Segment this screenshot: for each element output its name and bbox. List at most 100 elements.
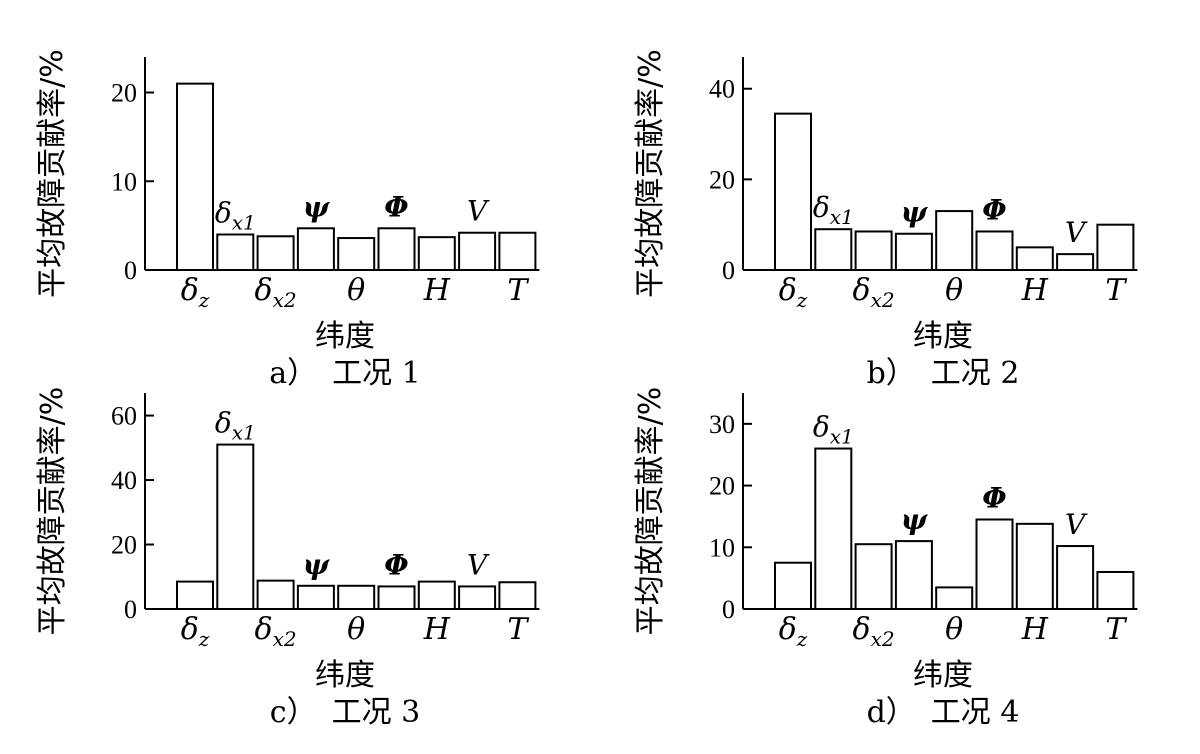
bar-top-label: Φ [384, 548, 408, 581]
category-label: δx2 [255, 273, 297, 312]
bar-8 [458, 231, 497, 272]
bar-top-label: V [467, 548, 490, 581]
bar-6 [377, 227, 416, 272]
category-label: δx2 [853, 612, 895, 651]
y-tick-label: 0 [722, 595, 735, 624]
bar-top-label: ψ [303, 190, 331, 223]
bar-5 [935, 586, 974, 611]
category-label: δz [181, 612, 210, 651]
x-axis-label: 纬度 [913, 319, 973, 354]
bar-top-label: ψ [303, 548, 331, 581]
bar-1 [176, 580, 214, 610]
bar-3 [854, 543, 893, 611]
bar-4 [894, 540, 933, 610]
category-label: δz [779, 273, 808, 312]
bar-7 [417, 580, 456, 610]
bar-2 [216, 443, 255, 610]
bar-top-label: Φ [982, 482, 1006, 515]
bar-5 [935, 210, 974, 272]
category-label: θ [347, 612, 365, 647]
bar-top-label: δx1 [215, 197, 256, 235]
category-label: H [423, 612, 451, 647]
category-label: δx2 [853, 273, 895, 312]
bar-3 [256, 579, 295, 610]
category-label: T [1105, 612, 1127, 647]
category-label: H [423, 273, 451, 308]
category-label: δx2 [255, 612, 297, 651]
y-tick-label: 0 [124, 595, 137, 624]
bar-1 [774, 112, 812, 271]
bar-9 [1096, 570, 1135, 611]
category-label: δz [779, 612, 808, 651]
bar-top-label: ψ [901, 503, 929, 536]
bar-top-label: V [1065, 508, 1088, 541]
bar-top-label: Φ [982, 193, 1006, 226]
bar-6 [975, 518, 1014, 610]
bar-5 [337, 237, 376, 272]
bar-6 [377, 585, 416, 611]
bar-2 [814, 228, 853, 272]
category-label: H [1021, 273, 1049, 308]
category-label: T [1105, 273, 1127, 308]
bar-3 [256, 235, 295, 271]
bar-9 [498, 231, 537, 272]
y-tick-label: 20 [111, 531, 137, 560]
x-axis-label: 纬度 [913, 658, 973, 693]
bar-2 [216, 233, 255, 271]
bar-top-label: δx1 [813, 411, 854, 449]
category-label: H [1021, 612, 1049, 647]
bar-7 [417, 236, 456, 272]
bar-3 [854, 230, 893, 272]
y-tick-label: 40 [709, 75, 735, 104]
bar-top-label: Φ [384, 190, 408, 223]
y-tick-label: 0 [722, 256, 735, 285]
bar-top-label: δx1 [813, 191, 854, 229]
bar-1 [176, 82, 214, 271]
category-label: θ [945, 273, 963, 308]
y-tick-label: 20 [709, 472, 735, 501]
category-label: θ [945, 612, 963, 647]
bar-7 [1015, 522, 1054, 610]
bar-top-label: V [1065, 216, 1088, 249]
y-tick-label: 60 [111, 402, 137, 431]
bar-7 [1015, 246, 1054, 271]
bar-9 [1096, 223, 1135, 271]
category-label: T [507, 273, 529, 308]
y-tick-label: 0 [124, 256, 137, 285]
y-axis-label: 平均故障贡献率/% [633, 387, 668, 636]
x-axis-label: 纬度 [315, 658, 375, 693]
y-tick-label: 10 [111, 167, 137, 196]
y-tick-label: 30 [709, 410, 735, 439]
bar-8 [1056, 253, 1095, 271]
panel-caption: a） 工况 1 [269, 356, 421, 391]
panel-caption: d） 工况 4 [867, 695, 1020, 730]
bar-top-label: V [467, 195, 490, 228]
y-axis-label: 平均故障贡献率/% [35, 387, 70, 636]
bar-1 [774, 561, 812, 611]
category-label: θ [347, 273, 365, 308]
panel-caption: c） 工况 3 [270, 695, 420, 730]
bar-top-label: δx1 [215, 407, 256, 445]
category-label: T [507, 612, 529, 647]
y-tick-label: 10 [709, 533, 735, 562]
bar-4 [894, 232, 933, 271]
y-axis-label: 平均故障贡献率/% [633, 49, 668, 298]
y-tick-label: 20 [111, 79, 137, 108]
bar-8 [458, 585, 497, 611]
bar-top-label: ψ [901, 196, 929, 229]
bar-6 [975, 230, 1014, 272]
x-axis-label: 纬度 [315, 319, 375, 354]
bar-4 [296, 584, 335, 611]
y-tick-label: 40 [111, 466, 137, 495]
bar-4 [296, 227, 335, 272]
bar-9 [498, 581, 537, 611]
category-label: δz [181, 273, 210, 312]
bar-2 [814, 447, 853, 610]
y-axis-label: 平均故障贡献率/% [35, 49, 70, 298]
panel-4: 0 10 20 30 δz δx1 δx2 ψ θ Φ H V T 平均故障贡献率/% 纬度d） 工况 4 [633, 387, 1138, 730]
